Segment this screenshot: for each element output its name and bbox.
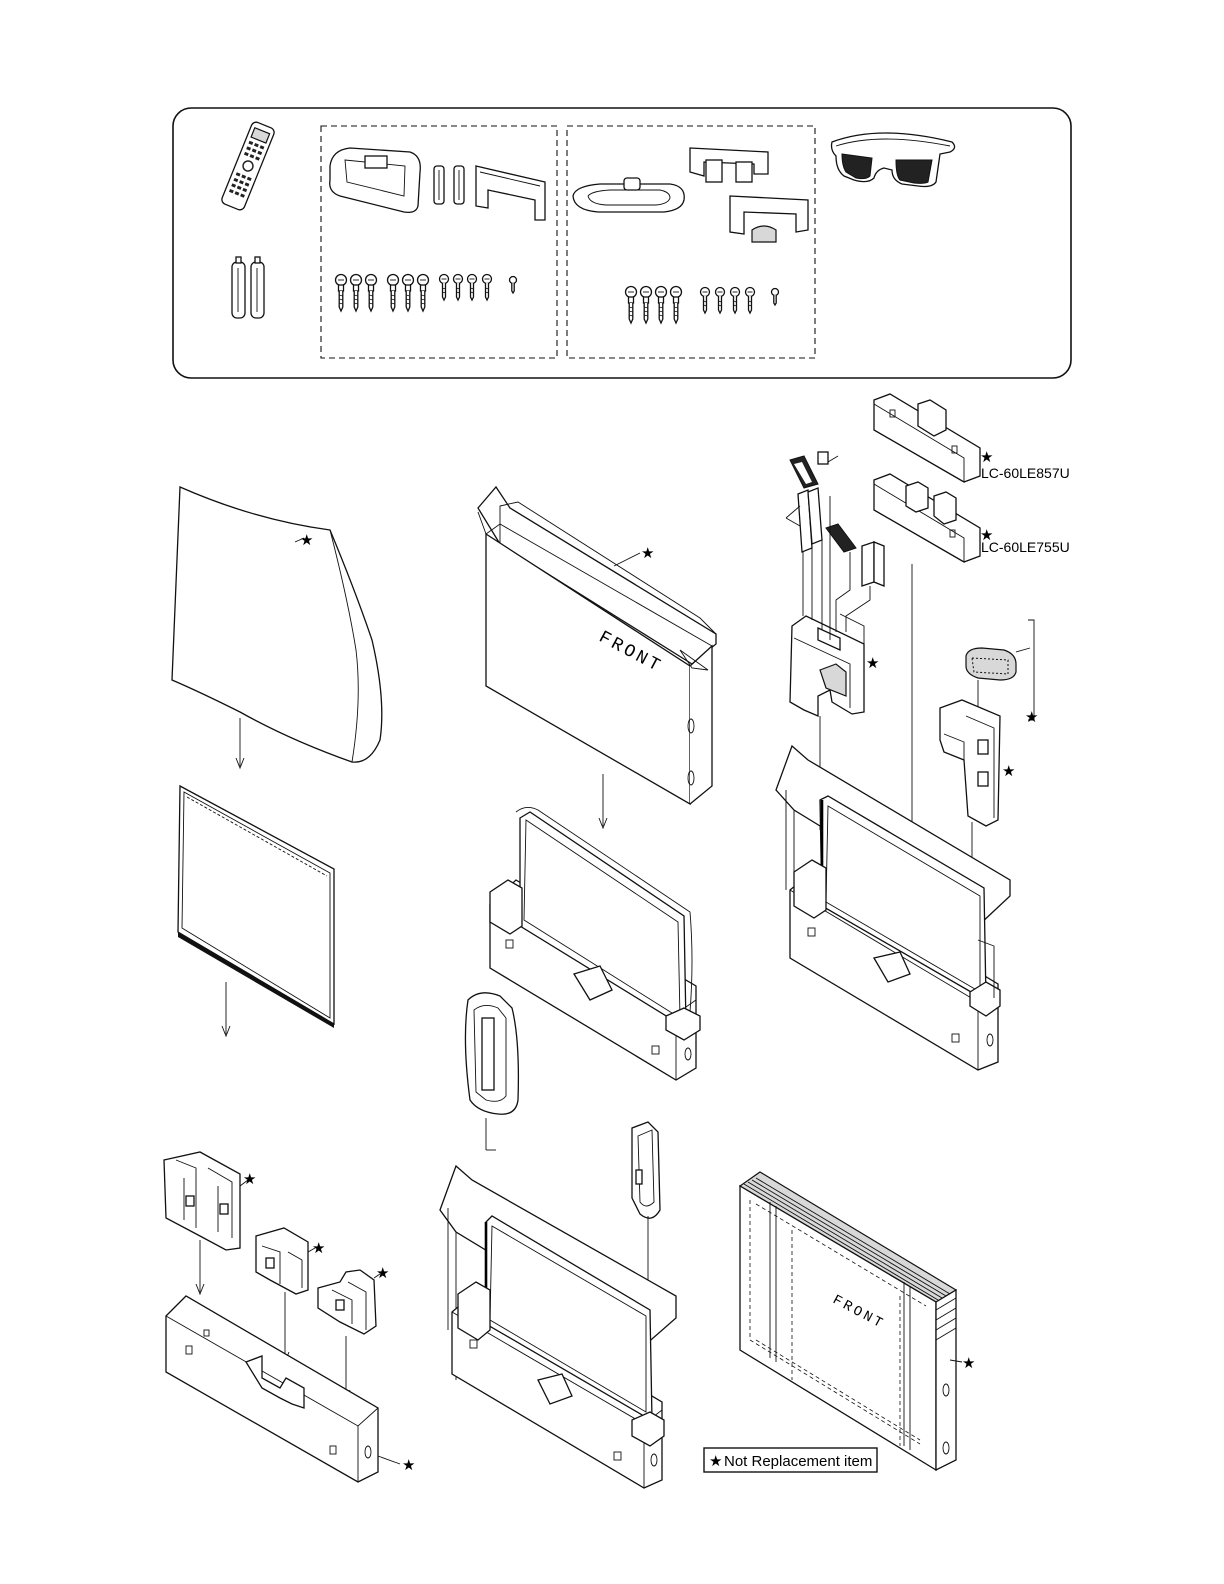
side-pad-icon	[465, 993, 518, 1114]
not-replacement-mark: ★	[1002, 763, 1015, 780]
arrow-down-icon	[222, 982, 230, 1036]
corner-pad-icon	[318, 1270, 376, 1334]
stand-base-icon	[573, 178, 684, 212]
stand-base-icon	[330, 148, 421, 212]
corner-pad-icon	[164, 1152, 240, 1250]
legend-text: Not Replacement item	[724, 1453, 872, 1470]
legend-box: ★ Not Replacement item	[704, 1448, 877, 1472]
not-replacement-mark: ★	[300, 532, 313, 549]
stand-bar-icon	[874, 394, 980, 482]
side-pad-icon	[632, 1122, 660, 1218]
remote-control-icon	[220, 121, 275, 212]
not-replacement-mark: ★	[376, 1265, 389, 1282]
stand-bracket-icon	[476, 166, 545, 220]
top-holder-icon	[790, 614, 864, 716]
corner-holder-icon	[940, 700, 1000, 826]
small-parts-icon	[786, 452, 884, 586]
not-replacement-mark: ★	[1025, 709, 1038, 726]
arrow-down-icon	[599, 774, 607, 828]
stand-neck-icon	[690, 148, 768, 182]
batteries-icon	[232, 257, 264, 318]
tv-in-bottom-carton-icon	[490, 807, 700, 1080]
corner-pad-icon	[256, 1228, 308, 1294]
not-replacement-mark: ★	[980, 449, 993, 466]
model-label-lc-60le857u: LC-60LE857U	[981, 465, 1070, 481]
accessory-panel	[173, 108, 1071, 378]
not-replacement-mark: ★	[402, 1457, 415, 1474]
not-replacement-mark: ★	[312, 1240, 325, 1257]
protective-bag-icon	[172, 487, 382, 762]
stand-bracket-icon	[730, 196, 808, 242]
arrow-down-icon	[236, 718, 244, 768]
legend-star: ★	[709, 1453, 722, 1470]
sealed-carton-icon: FRONT	[740, 1172, 956, 1470]
model-label-lc-60le755u: LC-60LE755U	[981, 539, 1070, 555]
stand-bar-icon	[874, 474, 980, 562]
not-replacement-mark: ★	[243, 1171, 256, 1188]
stand-post-icon	[434, 166, 464, 204]
not-replacement-mark: ★	[641, 545, 654, 562]
not-replacement-mark: ★	[866, 655, 879, 672]
3d-glasses-icon	[832, 133, 955, 187]
cushion-pad-icon	[966, 648, 1016, 680]
tv-panel-icon	[178, 786, 334, 1028]
screw-icon	[336, 275, 517, 312]
screw-icon	[626, 287, 779, 324]
not-replacement-mark: ★	[962, 1355, 975, 1372]
top-carton-icon: FRONT	[478, 487, 716, 804]
